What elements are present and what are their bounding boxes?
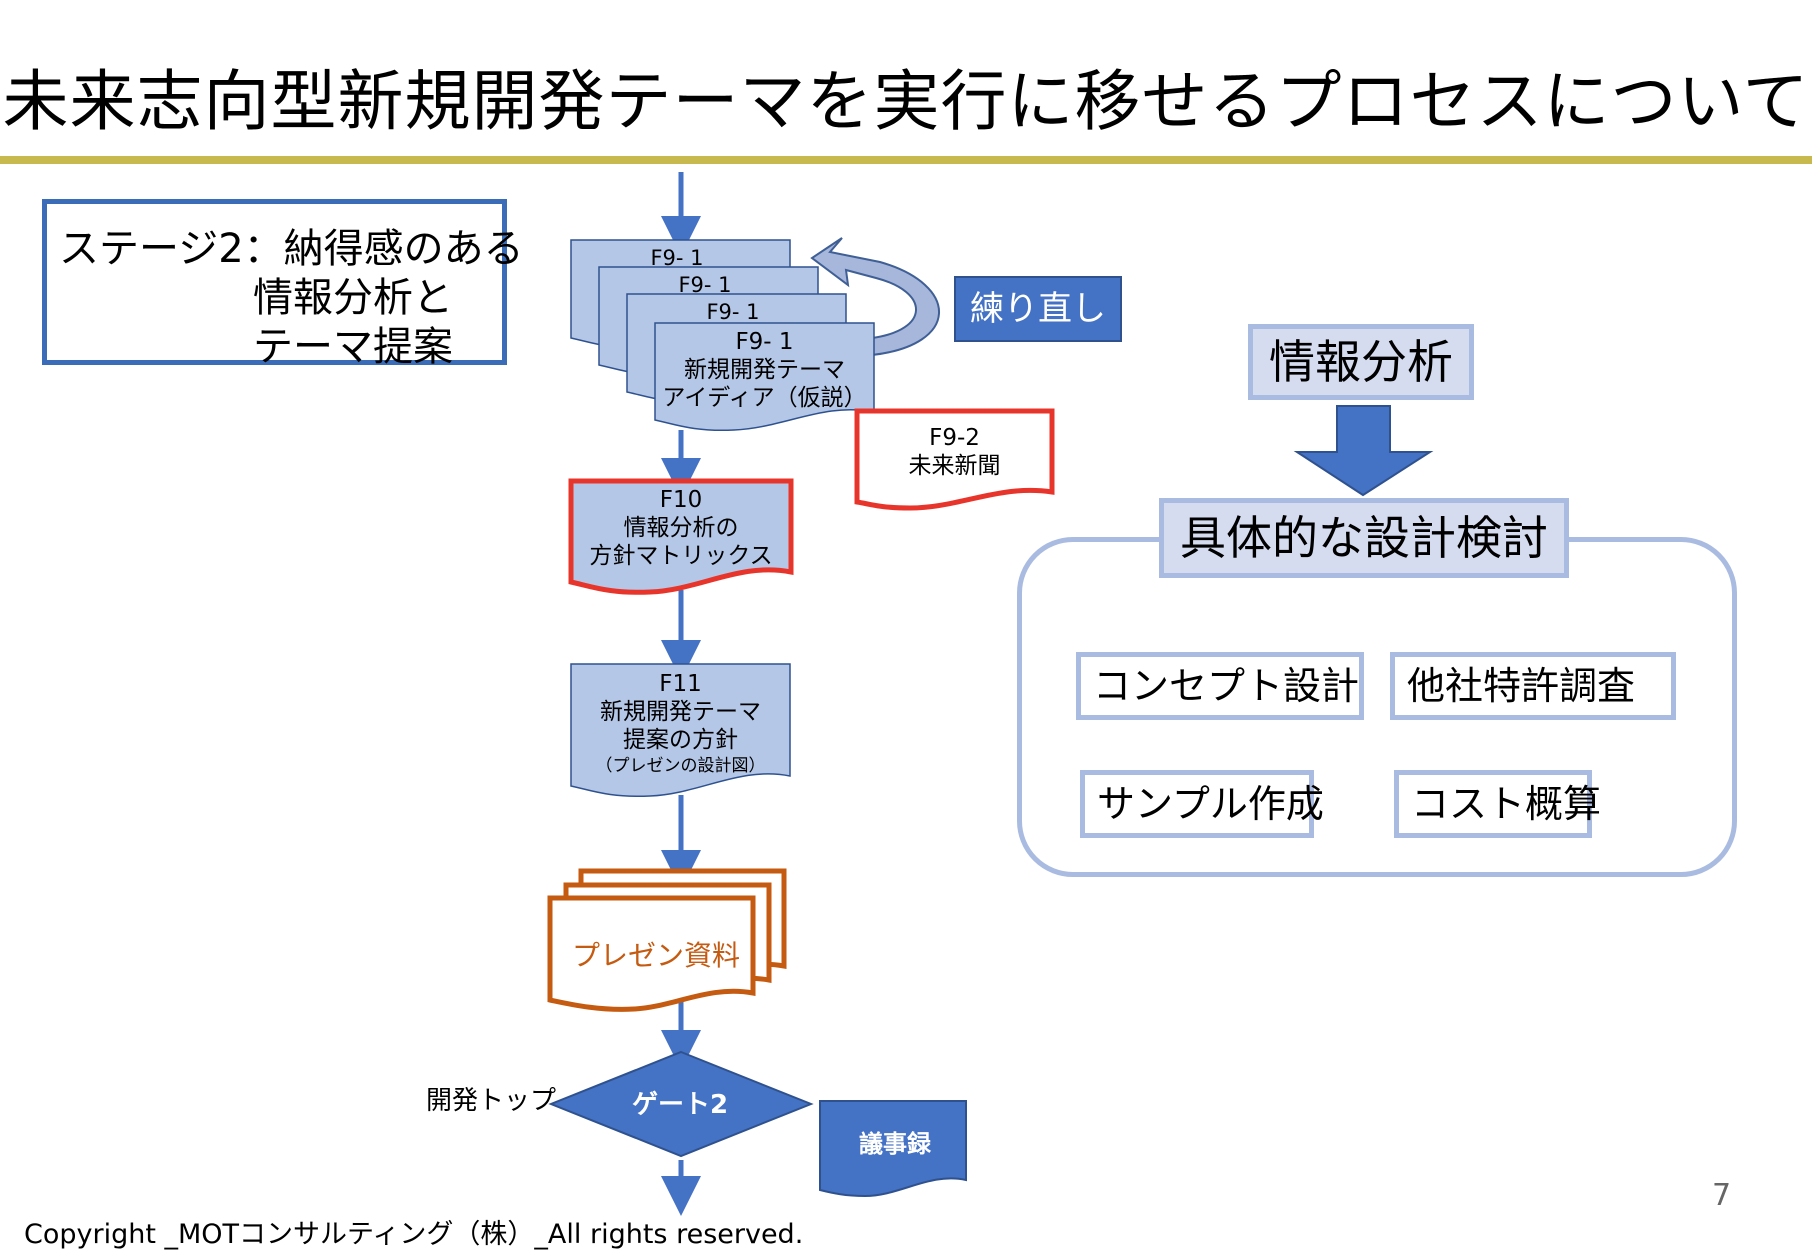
page-title: 未来志向型新規開発テーマを実行に移せるプロセスについて bbox=[2, 63, 1810, 140]
f10-document bbox=[568, 478, 794, 595]
f10-line-2: 方針マトリックス bbox=[589, 543, 773, 569]
item-sample-creation: サンプル作成 bbox=[1080, 770, 1324, 838]
f9-2-code: F9-2 bbox=[929, 425, 980, 451]
item-concept-design: コンセプト設計 bbox=[1076, 652, 1364, 720]
gate-label: ゲート2 bbox=[631, 1090, 729, 1120]
f11-code: F11 bbox=[659, 671, 702, 697]
minutes-label: 議事録 bbox=[859, 1130, 931, 1158]
minutes-document bbox=[819, 1100, 967, 1198]
down-arrow bbox=[1293, 405, 1434, 497]
info-analysis-box: 情報分析 bbox=[1248, 324, 1474, 400]
f9-1-stack bbox=[570, 239, 875, 432]
page-number: 7 bbox=[1712, 1178, 1732, 1213]
f10-code: F10 bbox=[659, 487, 703, 513]
f9-1-code-back-3: F9- 1 bbox=[706, 300, 760, 324]
concrete-design-box: 具体的な設計検討 bbox=[1159, 498, 1569, 578]
f9-2-line-1: 未来新聞 bbox=[908, 453, 1001, 479]
gate-side-label: 開発トップ bbox=[426, 1086, 557, 1116]
gate-diamond bbox=[548, 1050, 814, 1158]
f9-1-line-1: 新規開発テーマ bbox=[684, 357, 845, 383]
f9-1-code-back-1: F9- 1 bbox=[650, 246, 704, 270]
presentation-label: プレゼン資料 bbox=[571, 939, 740, 972]
f11-line-3: （プレゼンの設計図） bbox=[595, 756, 766, 776]
f9-2-document bbox=[854, 408, 1055, 511]
title-divider bbox=[0, 156, 1812, 164]
f11-line-1: 新規開発テーマ bbox=[600, 699, 761, 725]
f10-line-1: 情報分析の bbox=[623, 515, 739, 541]
rework-arrow bbox=[810, 237, 940, 357]
copyright: Copyright _MOTコンサルティング（株）_All rights res… bbox=[24, 1219, 804, 1250]
stage-box: ステージ2：納得感のある 情報分析と テーマ提案 bbox=[42, 199, 524, 370]
f9-1-code: F9- 1 bbox=[735, 329, 794, 355]
item-cost-estimate: コスト概算 bbox=[1394, 770, 1601, 838]
stage-line-1: ステージ2：納得感のある bbox=[59, 226, 524, 272]
stage-line-2: 情報分析と bbox=[253, 275, 453, 321]
f9-1-line-2: アイディア（仮説） bbox=[662, 385, 867, 411]
f11-document bbox=[570, 663, 791, 798]
rework-label: 練り直し bbox=[954, 276, 1122, 342]
item-patent-research: 他社特許調査 bbox=[1390, 652, 1676, 720]
presentation-stack bbox=[547, 868, 787, 1012]
f11-line-2: 提案の方針 bbox=[623, 727, 738, 753]
f9-1-code-back-2: F9- 1 bbox=[678, 273, 732, 297]
stage-line-3: テーマ提案 bbox=[253, 324, 453, 370]
